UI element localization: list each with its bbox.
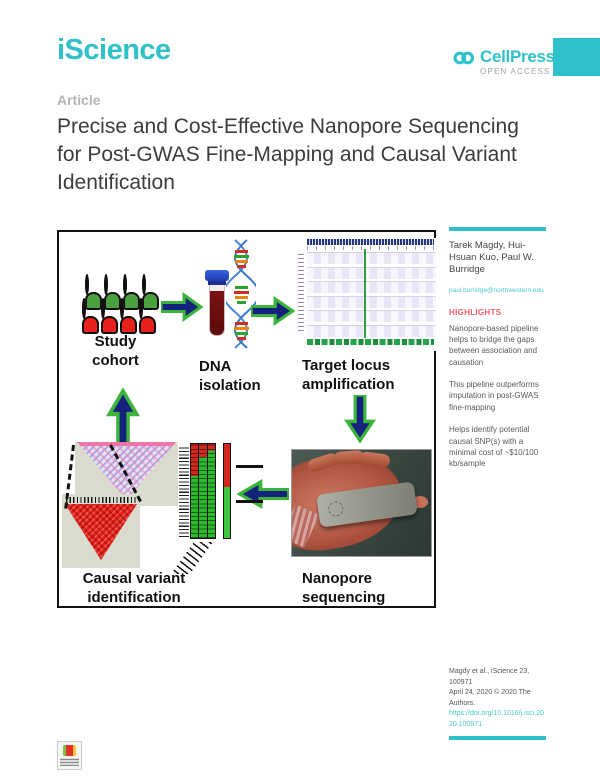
highlight-item: This pipeline outperforms imputation in … — [449, 380, 539, 412]
info-sidebar: Tarek Magdy, Hui-Hsuan Kuo, Paul W. Burr… — [449, 227, 546, 481]
highlight-item: Nanopore-based pipeline helps to bridge … — [449, 323, 539, 367]
nanopore-device-photo — [291, 449, 432, 557]
track-labels — [298, 251, 304, 331]
read-matrix — [190, 443, 216, 539]
label-dna-isolation: DNA isolation — [199, 358, 261, 394]
citation-date-copyright: April 24, 2020 © 2020 The Authors. — [449, 689, 531, 707]
title-line: Precise and Cost-Effective Nanopore Sequ… — [57, 115, 519, 138]
snp-ticks — [66, 497, 136, 503]
doi-link[interactable]: https://doi.org/10.1016/j.isci.2020.1009… — [449, 710, 544, 728]
person-icon — [82, 298, 99, 334]
publisher-logo: CellPress OPEN ACCESS — [452, 48, 555, 76]
alignment-track — [307, 281, 436, 293]
alignment-track — [307, 324, 436, 337]
person-icon — [139, 298, 156, 334]
sidebar-top-rule — [449, 227, 546, 231]
title-line: for Post-GWAS Fine-Mapping and Causal Va… — [57, 143, 517, 166]
arrow-up-icon — [106, 388, 140, 446]
cover-art — [63, 745, 76, 756]
gene-track — [307, 339, 434, 345]
ld-heatmap-region — [62, 494, 140, 568]
ruler-track — [307, 246, 434, 250]
haplotype-pileup — [171, 443, 271, 574]
correspondence-email-link[interactable]: paul.burridge@northwestern.edu — [449, 286, 544, 294]
arrow-down-icon — [344, 395, 376, 443]
cover-text-lines — [60, 758, 79, 766]
person-icon — [123, 274, 140, 310]
read-id-labels — [179, 445, 189, 537]
label-target-locus: Target locus amplification — [302, 357, 395, 393]
graphical-abstract: Study cohort DNA isolation — [57, 230, 436, 608]
cellpress-loop-icon — [452, 48, 476, 68]
arrow-right-icon — [161, 292, 203, 322]
author-list: Tarek Magdy, Hui-Hsuan Kuo, Paul W. Burr… — [449, 239, 535, 276]
alignment-track — [307, 252, 436, 264]
citation-reference: Magdy et al., iScience 23, 100971 — [449, 668, 530, 686]
person-icon — [142, 274, 159, 310]
coverage-track — [307, 239, 434, 245]
publisher-name: CellPress — [480, 47, 555, 66]
journal-logo: iScience — [57, 34, 171, 66]
blood-tube-icon — [205, 270, 229, 336]
alignment-track — [307, 310, 436, 322]
device-logo — [327, 500, 345, 518]
variant-marker — [363, 249, 366, 338]
sidebar-bottom-rule — [449, 736, 546, 740]
corner-accent-square — [553, 38, 600, 76]
label-study-cohort: Study cohort — [92, 333, 139, 369]
journal-cover-thumbnail — [57, 741, 82, 770]
open-access-label: OPEN ACCESS — [480, 67, 551, 76]
title-line: Identification — [57, 171, 175, 194]
dna-helix-icon — [226, 239, 256, 349]
person-icon — [120, 298, 137, 334]
haplotype-annotation — [236, 465, 263, 468]
study-cohort-icon — [82, 274, 159, 334]
arrow-right-icon — [251, 296, 295, 326]
citation-block: Magdy et al., iScience 23, 100971 April … — [449, 667, 546, 740]
highlights-heading: HIGHLIGHTS — [449, 307, 502, 317]
label-nanopore-sequencing: Nanopore sequencing — [302, 570, 386, 606]
genome-browser-tracks — [298, 238, 436, 351]
article-title: Precise and Cost-Effective Nanopore Sequ… — [57, 113, 519, 197]
haplotype-annotation — [236, 500, 263, 503]
label-causal-variant: Causal variant identification — [82, 570, 186, 606]
article-type-label: Article — [57, 92, 101, 108]
haplotype-bar — [223, 443, 231, 539]
alignment-track — [307, 295, 436, 308]
alignment-track — [307, 266, 436, 279]
highlight-item: Helps identify potential causal SNP(s) w… — [449, 425, 539, 469]
person-icon — [101, 298, 118, 334]
